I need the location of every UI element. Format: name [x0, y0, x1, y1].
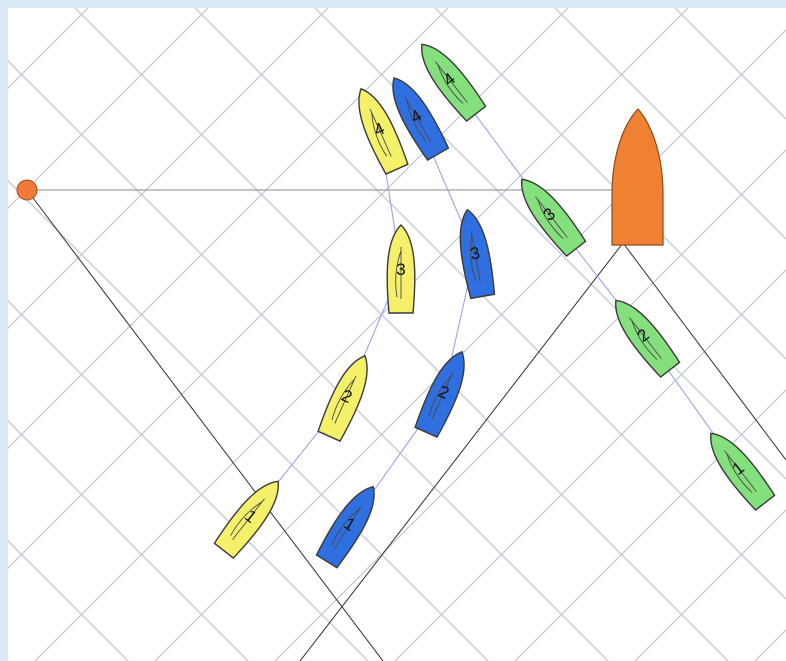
boat-tracks: [251, 79, 738, 524]
grid-line: [8, 8, 248, 661]
yellow-boat-number: 3: [396, 260, 405, 279]
grid-line: [8, 8, 328, 661]
committee-layline-left: [300, 243, 623, 661]
grid-line: [8, 8, 208, 661]
green-boat-position-3: 3: [511, 171, 587, 257]
grid-line: [8, 8, 88, 661]
grid-line: [8, 8, 448, 661]
blue-boat-position-3: 3: [454, 207, 497, 298]
grid-line: [315, 8, 786, 661]
grid-line: [8, 8, 608, 661]
pin-mark: [17, 180, 37, 200]
grid-line: [8, 8, 368, 661]
committee-boat: [612, 109, 663, 245]
blue-boat-track: [350, 116, 475, 524]
grid-line: [195, 8, 786, 661]
yellow-boat-position-2: 2: [316, 350, 377, 442]
yellow-boat-position-3: 3: [387, 225, 415, 313]
yellow-boat-track: [251, 129, 401, 516]
blue-boat-position-1: 1: [315, 479, 385, 568]
grid-line: [755, 8, 786, 661]
blue-boat-position-2: 2: [413, 346, 474, 438]
